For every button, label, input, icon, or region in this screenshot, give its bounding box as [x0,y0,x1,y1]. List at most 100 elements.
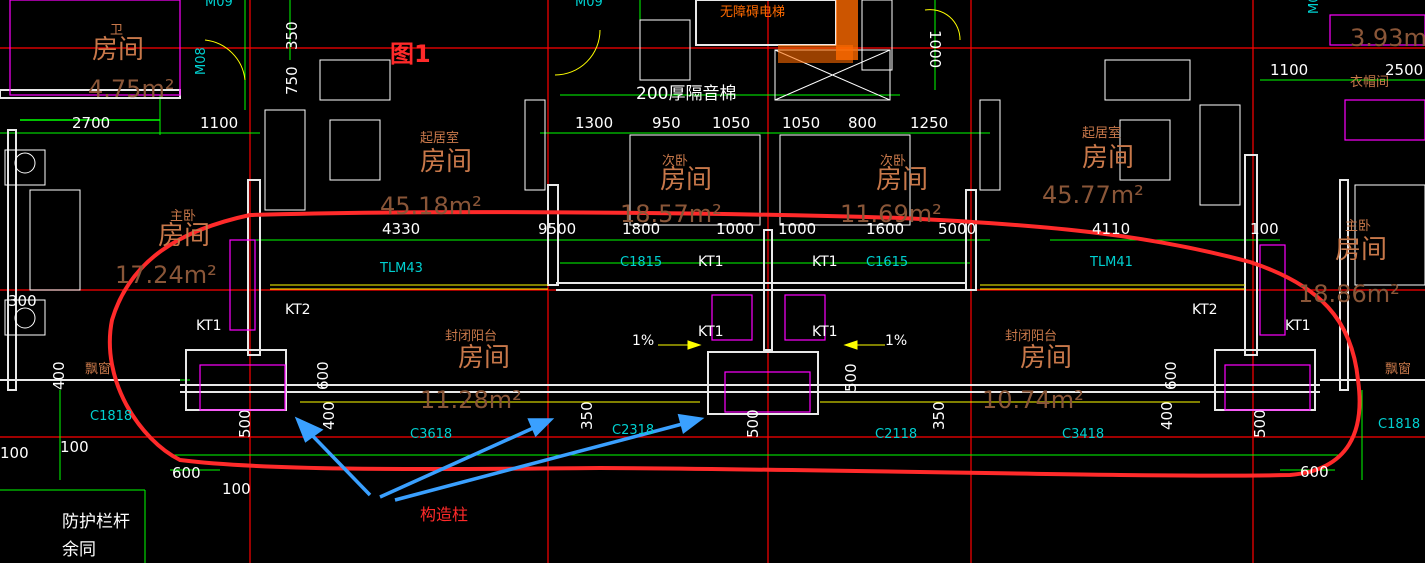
tag-kt2: KT2 [285,302,311,318]
room-label: 房间 [876,165,928,195]
dim: 600 [314,361,332,390]
tag-kt1: KT1 [196,318,222,334]
tag-kt2: KT2 [1192,302,1218,318]
figure-label: 图1 [390,40,431,68]
dim: 1000 [926,30,944,68]
room-area: 10.74m² [982,386,1084,414]
dim: 4330 [382,220,420,238]
dim: 300 [8,292,37,310]
window-c1818-right: C1818 [1378,417,1420,432]
dim: 2500 [1385,61,1423,79]
sound-insulation-label: 200厚隔音棉 [636,84,736,104]
railing-sub-label: 余同 [62,540,96,560]
tag-kt1: KT1 [812,254,838,270]
window-c1615: C1615 [866,255,908,270]
room-area: 3.93m² [1350,24,1425,52]
room-sub: 次卧 [662,153,688,169]
window-tags: TLM43 TLM41 C1815 C1615 C3618 C2318 C211… [90,255,1420,442]
dim: 350 [578,401,596,430]
highlight-outline [107,210,1362,478]
room-area: 11.69m² [840,200,942,228]
dim: 600 [1300,463,1329,481]
room-sub: 起居室 [1082,125,1121,141]
room-area: 17.24m² [115,261,217,289]
window-c3418: C3418 [1062,427,1104,442]
window-c3618: C3618 [410,427,452,442]
room-label: 房间 [458,343,510,373]
dim: 500 [744,409,762,438]
room-sub: 卫 [110,23,123,38]
dim: 1300 [575,114,613,132]
dim: 1800 [622,220,660,238]
dim: 600 [172,464,201,482]
dim: 600 [1162,361,1180,390]
tag-kt1: KT1 [1285,318,1311,334]
railing-label: 防护栏杆 [62,512,130,532]
tag-kt1: KT1 [812,324,838,340]
tag-kt1: KT1 [698,254,724,270]
dim: 1250 [910,114,948,132]
dim: 400 [50,361,68,390]
room-area: 11.28m² [420,386,522,414]
room-sub: 次卧 [880,153,906,169]
window-c1815: C1815 [620,255,662,270]
dim: 350 [930,401,948,430]
dim: 1050 [782,114,820,132]
room-sub: 起居室 [420,130,459,146]
callout-label: 构造柱 [420,505,468,524]
room-label: 房间 [92,35,144,65]
room-area: 45.18m² [380,192,482,220]
bay-window-left: 飘窗 [85,361,111,377]
callout-arrows [294,413,705,502]
room-sub: 封闭阳台 [1005,329,1057,344]
room-area: 18.86m² [1298,280,1400,308]
room-sub: 主卧 [1345,219,1371,234]
door-m09-b: M09 [575,0,603,10]
slope-right: 1% [885,333,907,349]
door-m0-right: M0 [1307,0,1322,14]
room-sub: 主卧 [170,209,196,224]
dim: 4110 [1092,220,1130,238]
dim: 100 [222,480,251,498]
door-m08: M08 [194,47,209,75]
dim: 100 [0,444,29,462]
window-tlm43: TLM43 [379,261,423,276]
dim: 1000 [778,220,816,238]
dim: 1100 [1270,61,1308,79]
bay-window-right: 飘窗 [1385,361,1411,377]
cloak-room-label: 衣帽间 [1350,74,1389,90]
room-area: 45.77m² [1042,181,1144,209]
dim: 1000 [716,220,754,238]
dim: 9500 [538,220,576,238]
dim: 500 [842,363,860,392]
room-labels: 卫 房间 4.75m² 起居室 房间 45.18m² 次卧 房间 18.57m²… [88,23,1425,414]
room-area: 4.75m² [88,75,174,103]
room-label: 房间 [1020,343,1072,373]
room-label: 房间 [660,165,712,195]
slope-left: 1% [632,333,654,349]
window-c2118: C2118 [875,427,917,442]
dim: 5000 [938,220,976,238]
dim: 100 [60,438,89,456]
dim: 1050 [712,114,750,132]
door-lines [204,9,1245,403]
unit-tags: KT1 KT2 KT1 KT1 KT1 KT1 KT2 KT1 [196,254,1311,340]
room-label: 房间 [1335,235,1387,265]
dim: 350 [283,21,301,50]
dim: 950 [652,114,681,132]
room-label: 房间 [420,147,472,177]
room-label: 房间 [158,221,210,251]
dim: 2700 [72,114,110,132]
slope-arrows [658,340,885,350]
window-c2318: C2318 [612,423,654,438]
dim: 500 [1251,409,1269,438]
window-c1818-left: C1818 [90,409,132,424]
dim: 750 [283,66,301,95]
window-tlm41: TLM41 [1089,255,1133,270]
dim: 1100 [200,114,238,132]
elevator-label: 无障碍电梯 [720,5,785,20]
dim: 500 [236,409,254,438]
dim: 1600 [866,220,904,238]
dim: 800 [848,114,877,132]
